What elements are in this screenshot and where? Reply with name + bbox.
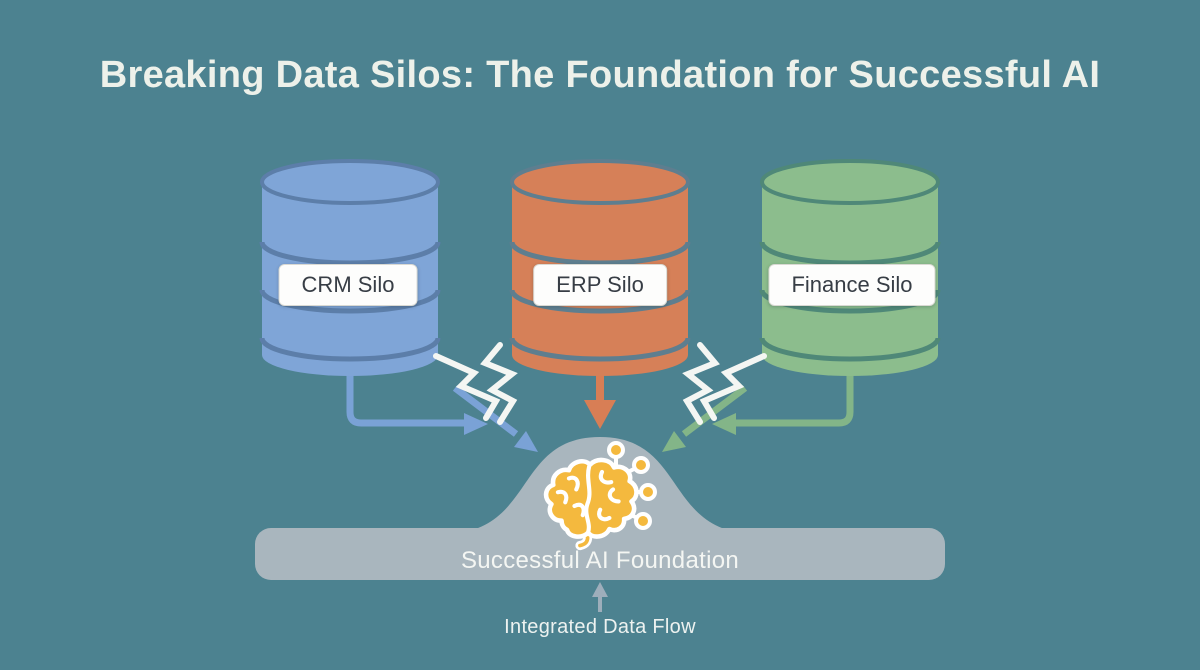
crm-silo-label: CRM Silo	[278, 264, 418, 306]
erp-silo-label-text: ERP Silo	[556, 272, 644, 297]
page-title: Breaking Data Silos: The Foundation for …	[99, 54, 1101, 96]
crm-elbow-arrow	[346, 358, 488, 435]
finance-diagonal-arrow	[662, 385, 748, 452]
integrated-data-flow-label: Integrated Data Flow	[504, 616, 696, 638]
erp-silo-label: ERP Silo	[533, 264, 667, 306]
crm-diagonal-arrow	[452, 385, 538, 452]
up-arrow-icon	[592, 582, 608, 612]
crm-silo-label-text: CRM Silo	[301, 272, 395, 297]
crack-zigzag-left	[433, 342, 518, 425]
brain-folds	[555, 464, 621, 534]
finance-elbow-arrow	[712, 358, 854, 435]
finance-silo-label-text: Finance Silo	[791, 272, 913, 297]
foundation-bar-label: Successful AI Foundation	[460, 547, 740, 574]
brain-shape	[543, 457, 639, 551]
circuit-nodes	[607, 441, 657, 530]
brain-circuit-icon	[543, 441, 657, 551]
crack-zigzag-right	[682, 342, 767, 425]
finance-silo-label: Finance Silo	[768, 264, 936, 306]
